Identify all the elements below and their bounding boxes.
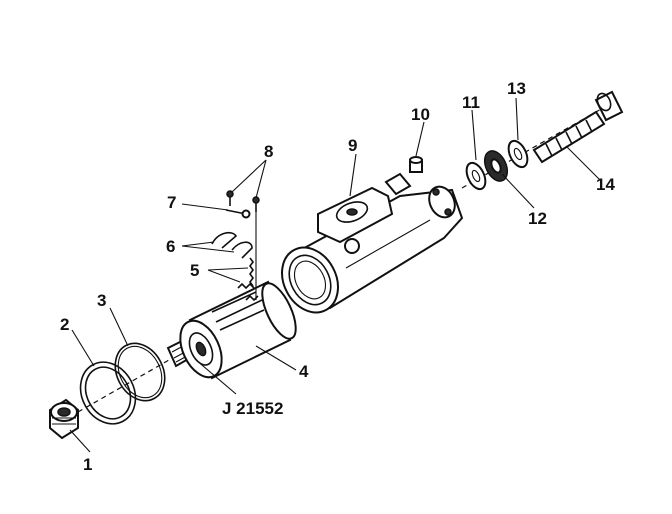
- callout-6: 6: [166, 237, 175, 256]
- callout-2: 2: [60, 315, 69, 334]
- part-8-screws: [226, 190, 260, 300]
- part-4-piston: [179, 280, 297, 380]
- tool-label: J 21552: [222, 399, 283, 418]
- callout-5: 5: [190, 261, 199, 280]
- part-7-pin: [225, 209, 251, 219]
- part-12-seal: [483, 150, 509, 182]
- assembly-axis-lower: [77, 355, 177, 413]
- assembly-axis-upper: [461, 103, 611, 189]
- callout-9: 9: [348, 136, 357, 155]
- part-13-washer: [507, 139, 529, 169]
- leader-lines: [69, 97, 601, 453]
- callout-3: 3: [97, 291, 106, 310]
- part-6-clips: [211, 231, 253, 259]
- callout-12: 12: [528, 209, 547, 228]
- callout-10: 10: [411, 105, 430, 124]
- part-2-seal-ring: [79, 361, 137, 425]
- part-9-housing: [281, 172, 464, 314]
- callout-7: 7: [167, 193, 176, 212]
- part-14-threaded-shaft: [532, 90, 624, 164]
- part-11-washer: [465, 161, 487, 191]
- callout-14: 14: [596, 175, 615, 194]
- callout-13: 13: [507, 79, 526, 98]
- callout-11: 11: [462, 93, 480, 112]
- part-10-fitting: [409, 156, 423, 173]
- callout-1: 1: [83, 455, 92, 474]
- part-3-o-ring: [114, 342, 166, 402]
- callout-4: 4: [299, 362, 309, 381]
- part-1-end-plug: [49, 398, 79, 440]
- callout-8: 8: [264, 142, 273, 161]
